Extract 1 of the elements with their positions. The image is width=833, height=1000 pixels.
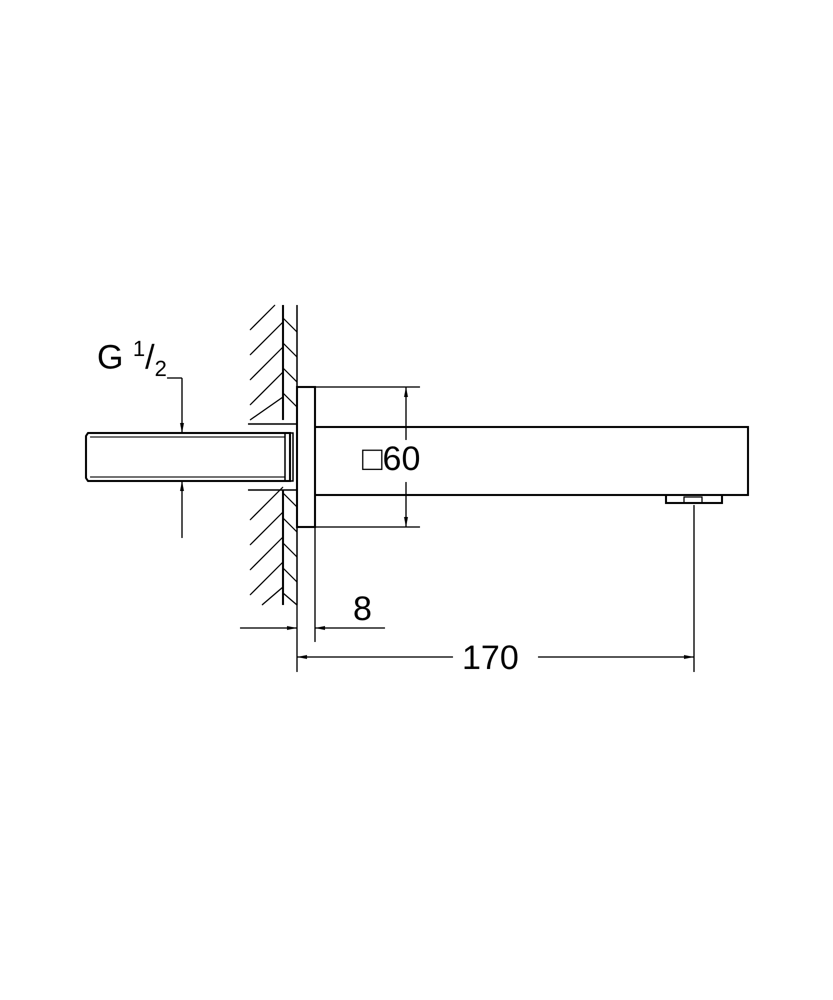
thread-size-label: G $^{1}$/$_{2}$ xyxy=(97,338,167,380)
